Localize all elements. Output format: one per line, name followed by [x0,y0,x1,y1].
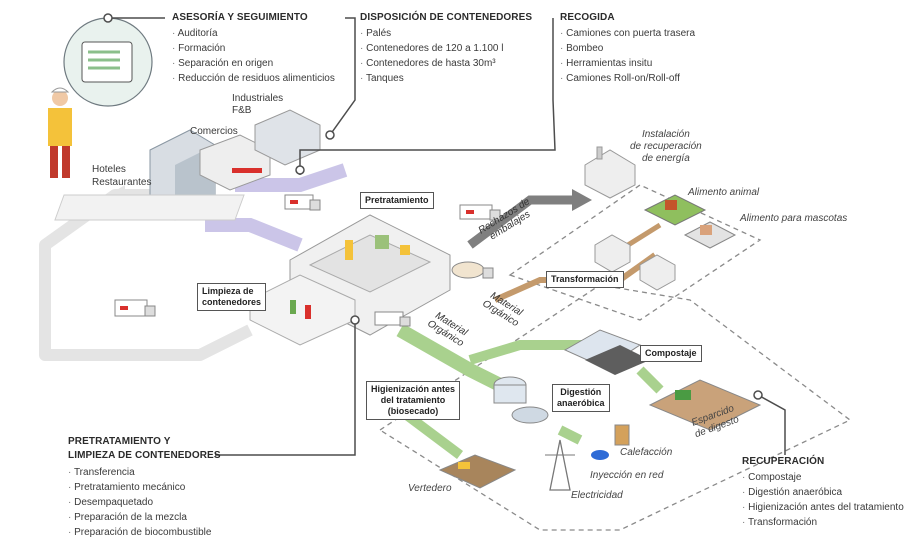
source-label-comercios: Comercios [190,126,238,137]
higienizacion-line-1: Higienización antes [371,384,456,394]
purple-flow-arrow-2 [205,218,303,252]
recogida-item: Camiones con puerta trasera [560,26,695,41]
pretratamiento-item: Preparación de biocombustible [68,525,211,540]
source-label-hoteles: Hoteles [92,164,126,175]
asesoria-item: Separación en origen [172,56,335,71]
asesoria-title: ASESORÍA Y SEGUIMIENTO [172,12,308,23]
disposicion-item: Contenedores de hasta 30m³ [360,56,503,71]
recuperacion-list: Compostaje Digestión anaeróbica Higieniz… [742,470,904,530]
pretratamiento-list: Transferencia Pretratamiento mecánico De… [68,465,211,540]
pretratamiento-item: Preparación de la mezcla [68,510,211,525]
recuperacion-item: Higienización antes del tratamiento [742,500,904,515]
asesoria-item: Formación [172,41,335,56]
higienizacion-box: Higienización antes del tratamiento (bio… [366,381,461,420]
source-label-fb: F&B [232,105,252,116]
pretratamiento-item: Pretratamiento mecánico [68,480,211,495]
recogida-item: Camiones Roll-on/Roll-off [560,71,695,86]
recuperacion-item: Digestión anaeróbica [742,485,904,500]
digestion-tanks [493,376,549,424]
alimento-mascotas-label: Alimento para mascotas [740,213,848,224]
callout-lines [108,17,786,456]
truck-2 [459,204,501,221]
callout-dots [103,13,763,400]
electricity-pylon [545,439,575,491]
inyeccion-label: Inyección en red [590,470,664,481]
truck-1 [284,194,321,211]
pretratamiento-box: Pretratamiento [360,192,434,209]
instalacion-line-1: Instalación [641,129,690,140]
asesoria-item: Auditoría [172,26,335,41]
pet-food-house [683,221,737,249]
factory-2 [639,254,676,291]
alimento-animal-label: Alimento animal [688,187,760,198]
tablet-icon [63,17,153,107]
energy-recovery-plant [584,146,636,199]
higienizacion-line-3: (biosecado) [387,406,439,416]
green-flow-branch-2 [397,406,463,459]
disposicion-list: Palés Contenedores de 120 a 1.100 l Cont… [360,26,504,86]
landfill [438,454,517,489]
compostaje-box: Compostaje [640,345,702,362]
gray-flow-arrow [467,195,575,249]
recuperacion-item: Transformación [742,515,904,530]
gray-flow-arrowhead [572,189,592,211]
asesoria-list: Auditoría Formación Separación en origen… [172,26,335,86]
source-label-industriales: Industriales [232,93,284,104]
green-flow-branch-4 [557,425,583,445]
digestion-line-1: Digestión [560,387,602,397]
source-label-restaurantes: Restaurantes [92,177,152,188]
recuperacion-item: Compostaje [742,470,904,485]
digestion-line-2: anaeróbica [557,398,605,408]
farm [643,194,707,226]
disposicion-title: DISPOSICIÓN DE CONTENEDORES [360,12,533,23]
disposicion-item: Contenedores de 120 a 1.100 l [360,41,503,56]
digestate-field [648,379,762,431]
tanker-truck [451,261,494,279]
asesoria-item: Reducción de residuos alimenticios [172,71,335,86]
recuperacion-title: RECUPERACIÓN [742,456,825,467]
instalacion-line-2: de recuperación [630,141,702,152]
vertedero-label: Vertedero [408,483,452,494]
truck-4 [114,299,156,317]
green-flow-branch-3 [636,366,664,394]
pretratamiento-item: Transferencia [68,465,211,480]
recogida-item: Bombeo [560,41,695,56]
pretratamiento-title-1: PRETRATAMIENTO Y [68,436,171,447]
limpieza-box: Limpieza de contenedores [197,283,267,311]
source-platform [54,194,245,221]
consultant-figure [48,87,72,178]
recogida-title: RECOGIDA [560,12,615,23]
digestion-box: Digestión anaeróbica [552,384,610,412]
transformation-dashed-area [508,184,762,321]
instalacion-line-3: de energía [641,153,690,164]
higienizacion-line-2: del tratamiento [380,395,446,405]
pretratamiento-item: Desempaquetado [68,495,211,510]
electricidad-label: Electricidad [571,490,623,501]
calefaccion-label: Calefacción [620,447,673,458]
limpieza-line-1: Limpieza de [202,286,254,296]
commerce-building [199,134,271,191]
compost-greenhouse [563,329,650,375]
pretratamiento-title-2: LIMPIEZA DE CONTENEDORES [68,450,221,461]
disposicion-item: Tanques [360,71,503,86]
purple-flow-arrow-1 [235,163,348,192]
heating-unit [591,424,630,460]
truck-3 [374,311,411,327]
recogida-list: Camiones con puerta trasera Bombeo Herra… [560,26,695,86]
disposicion-item: Palés [360,26,503,41]
transformacion-box: Transformación [546,271,624,288]
instalacion-label: Instalación de recuperación de energía [630,129,702,165]
recogida-item: Herramientas insitu [560,56,695,71]
factory-1 [594,234,631,273]
limpieza-line-2: contenedores [202,297,262,307]
